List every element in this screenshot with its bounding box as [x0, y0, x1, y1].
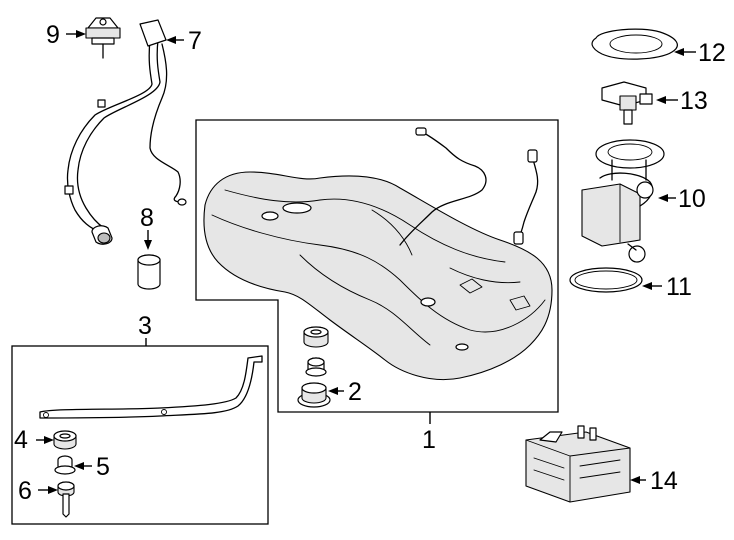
- callout-14: 14: [650, 467, 678, 495]
- strap-nut: [54, 455, 76, 475]
- callout-10: 10: [678, 185, 706, 213]
- callout-6: 6: [18, 477, 32, 505]
- fuel-pump-module: [581, 139, 665, 263]
- tank-strap: [39, 355, 263, 419]
- callout-12: 12: [698, 39, 726, 67]
- callout-2: 2: [348, 378, 362, 406]
- callout-13: 13: [680, 87, 708, 115]
- callout-5: 5: [96, 453, 110, 481]
- callout-labels: 1 2 3 4 5 6 7 8 9 10 11 12 13 14: [14, 21, 726, 505]
- callout-4: 4: [14, 426, 28, 454]
- callout-9: 9: [46, 21, 60, 49]
- callout-11: 11: [666, 273, 692, 301]
- filler-pipe: [64, 19, 187, 245]
- fuel-pump-control-module: [525, 425, 631, 503]
- lock-ring: [591, 28, 678, 60]
- strap-bushing: [53, 430, 77, 450]
- callout-8: 8: [140, 204, 154, 232]
- callout-7: 7: [188, 27, 202, 55]
- pressure-regulator: [601, 81, 653, 125]
- filler-cap: [85, 17, 121, 59]
- fuel-tank: [203, 171, 553, 381]
- tank-sensor-wires: [399, 127, 539, 246]
- hose-sleeve: [137, 254, 161, 290]
- tank-group-box: [195, 119, 559, 413]
- callout-3: 3: [138, 312, 152, 340]
- pump-seal: [569, 267, 643, 293]
- tank-strap-hardware: [297, 326, 331, 408]
- callout-1: 1: [422, 426, 436, 454]
- callout-leaders: [36, 30, 696, 494]
- strap-bolt: [57, 481, 75, 518]
- strap-group-box: [11, 345, 269, 525]
